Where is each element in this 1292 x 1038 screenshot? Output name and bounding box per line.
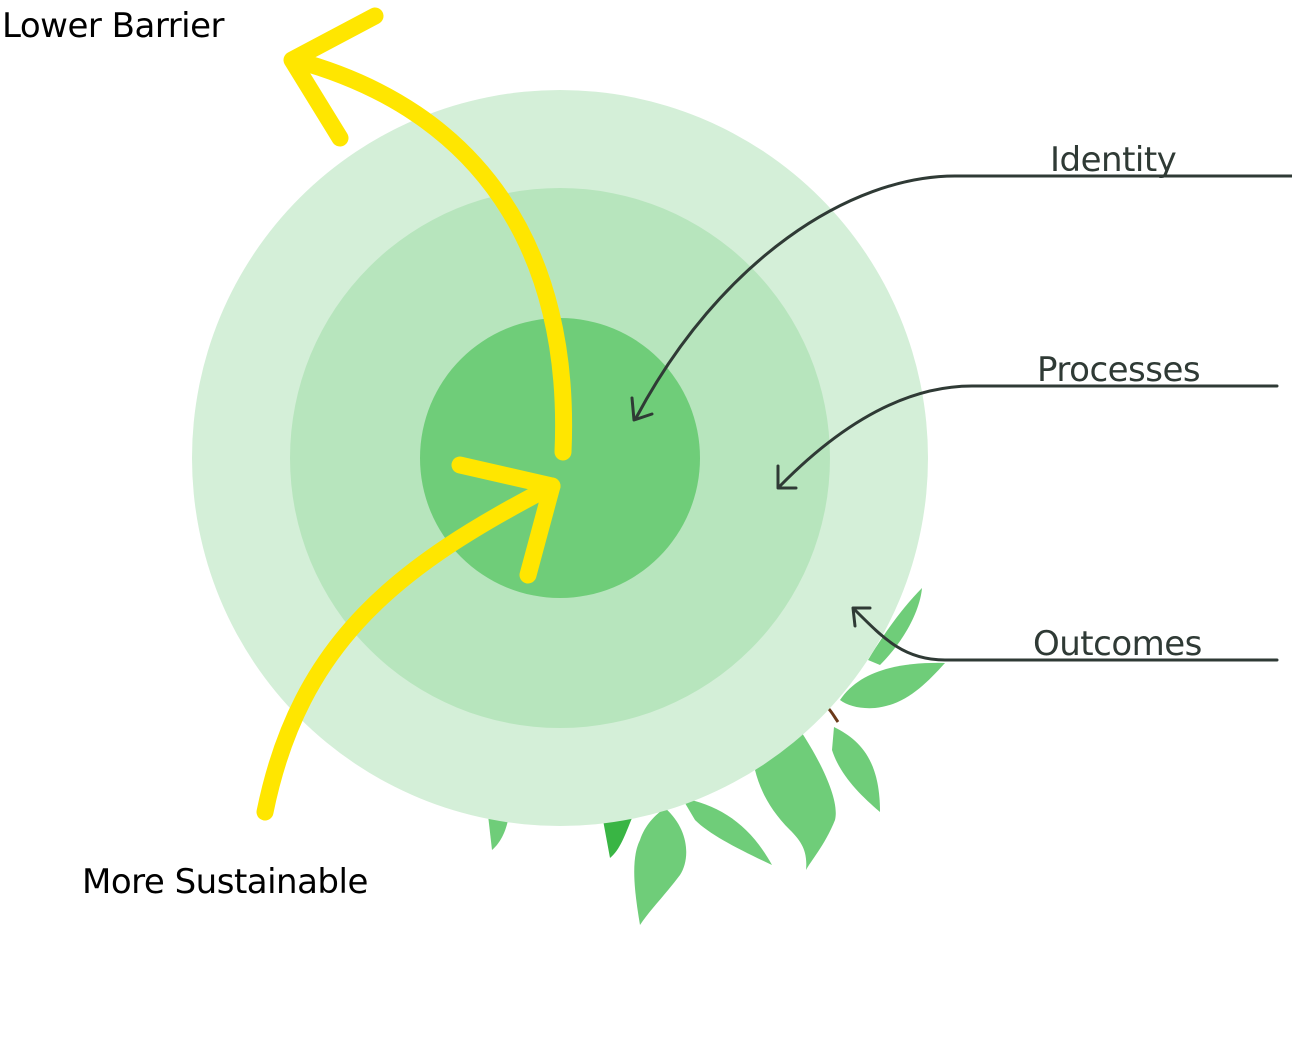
identity-label: Identity [1050, 140, 1177, 180]
leaves-decoration [488, 588, 945, 925]
more-sustainable-label: More Sustainable [82, 862, 368, 902]
outcomes-label: Outcomes [1033, 624, 1202, 664]
stem [826, 706, 840, 723]
leaf [832, 727, 880, 812]
processes-label: Processes [1037, 350, 1201, 390]
lower-barrier-arrow [283, 7, 573, 461]
more-sustainable-arrow [256, 456, 561, 821]
identity-pointer [634, 174, 1292, 420]
leaf [488, 815, 508, 850]
leaf [868, 588, 922, 665]
leaf [840, 662, 945, 709]
outcomes-pointer [853, 608, 1279, 662]
processes-pointer-head [776, 464, 798, 490]
leaf [755, 730, 836, 870]
processes-pointer [778, 384, 1279, 488]
lower-barrier-label: Lower Barrier [2, 6, 225, 46]
leaf [603, 818, 632, 858]
identity-pointer-head [630, 396, 654, 422]
leaf [682, 798, 772, 865]
leaf [634, 808, 687, 925]
pointer-lines [630, 174, 1292, 662]
outcomes-pointer-head [851, 606, 872, 628]
